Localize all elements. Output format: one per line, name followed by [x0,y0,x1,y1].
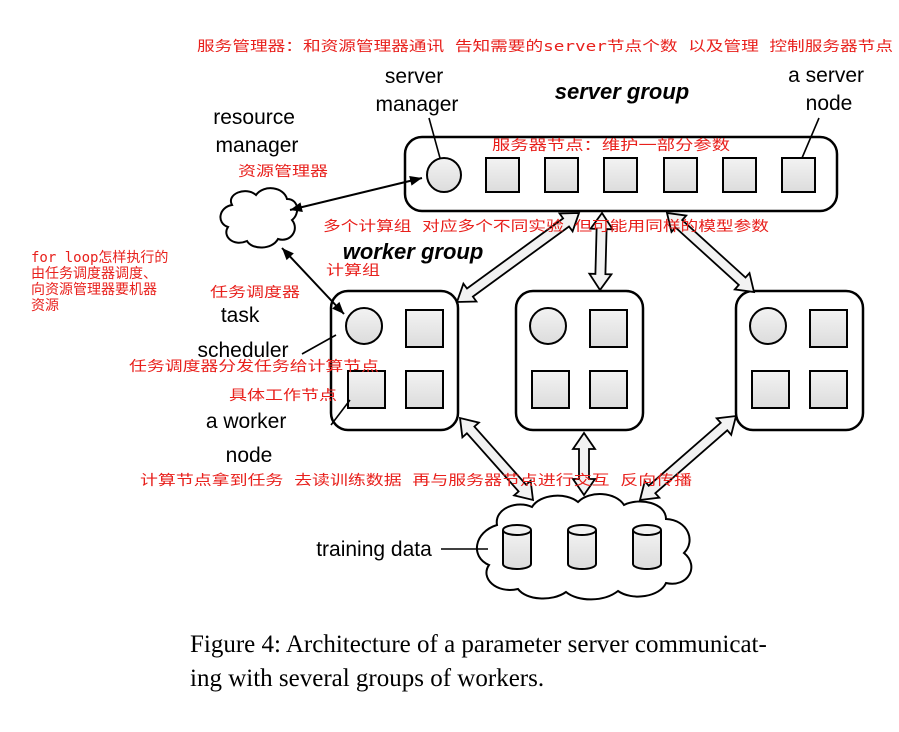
training-data-label: training data [316,538,432,561]
task-scheduler-note: 任务调度器 [210,285,300,301]
task-scheduler-label: task scheduler [197,304,288,362]
worker-group-label: worker group [343,239,484,264]
worker-node [405,309,444,348]
server-manager-node [426,157,462,193]
server-node [485,157,520,193]
server-manager-label: server manager [376,65,459,116]
task-scheduler-node [345,307,383,345]
server-node [722,157,757,193]
arrowhead [409,175,422,186]
caption-line: Figure 4: Architecture of a parameter se… [190,631,767,658]
resource-task-scheduler-arrow [281,247,345,315]
server-node [781,157,816,193]
worker-node [405,370,444,409]
multi-group-note: 多个计算组 对应多个不同实验 但可能用同样的模型参数 [323,218,769,235]
server-node [603,157,638,193]
task-scheduler-node [529,307,567,345]
worker-node [809,309,848,348]
training-data-cloud [475,493,693,601]
a-worker-node-label: a worker node [206,410,292,467]
server-group [403,135,839,213]
data-worker-group-1-arrow [458,416,535,502]
worker-group-1 [329,289,460,432]
resource-manager-note: 资源管理器 [238,164,328,180]
worker-node [809,370,848,409]
arrowhead [290,202,303,213]
database-icon [632,524,662,570]
data-worker-group-2-arrow [571,431,597,497]
server-node-note: 服务器节点：维护一部分参数 [492,137,730,154]
a-server-node-label: a server node [788,64,870,115]
resource-manager-label: resource manager [213,106,301,157]
worker-group-2 [514,289,645,432]
figure-caption: Figure 4: Architecture of a parameter se… [190,628,870,696]
worker-node [589,370,628,409]
worker-group-note: 计算组 [326,263,380,279]
server-node [544,157,579,193]
worker-node-note: 具体工作节点 [229,388,337,404]
task-scheduler-node [749,307,787,345]
worker-group-3 [734,289,865,432]
arrowhead [282,248,294,261]
server-group-label: server group [555,79,690,104]
server-node [663,157,698,193]
data-worker-group-3-arrow [638,414,738,502]
server-worker-group-1-arrow [455,212,581,303]
resource-manager-cloud [219,187,299,249]
database-icon [502,524,532,570]
leader-lines [301,117,820,550]
for-loop-note: for loop怎样执行的 由任务调度器调度、 向资源管理器要机器 资源 [31,250,177,314]
database-icon [567,524,597,570]
resource-server-manager-arrow [289,177,423,211]
arrowhead [332,301,344,314]
server-worker-group-3-arrow [665,211,756,294]
server-worker-group-2-arrow [587,211,615,292]
worker-node [531,370,570,409]
compute-note: 计算节点拿到任务 去读训练数据 再与服务器节点进行交互 反向传播 [140,472,692,489]
server-manager-note: 服务管理器：和资源管理器通讯 告知需要的server节点个数 以及管理 控制服务… [197,38,893,55]
worker-node [347,370,386,409]
caption-line: ing with several groups of workers. [190,665,545,692]
worker-node [751,370,790,409]
worker-node [589,309,628,348]
task-dispatch-note: 任务调度器分发任务给计算节点 [129,359,379,375]
arrows [281,175,756,502]
